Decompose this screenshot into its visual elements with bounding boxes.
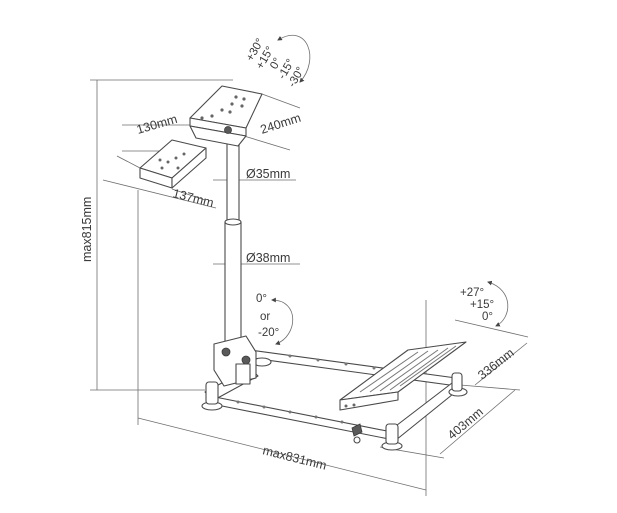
- rotation-arrows: [271, 34, 509, 345]
- pedal-tilt-angles: +27° +15° 0°: [460, 287, 494, 323]
- pedal-angle-0: 0°: [482, 311, 493, 323]
- wheel-tilt-angles: +30° +15° 0° -15° -30°: [244, 37, 307, 90]
- wheel-plate: [189, 85, 263, 147]
- shifter-plate: [139, 139, 207, 189]
- depth-label: 403mm: [445, 405, 486, 443]
- height-label: max815mm: [80, 197, 94, 262]
- column-angle-or: or: [260, 311, 270, 323]
- column-tilt-angles: 0° or -20°: [256, 293, 279, 339]
- wheel-plate-depth-label: 130mm: [135, 112, 179, 137]
- column-angle-minus20: -20°: [258, 327, 279, 339]
- tube-upper-label: Ø35mm: [246, 167, 290, 181]
- tube-lower-label: Ø38mm: [246, 251, 290, 265]
- shifter-plate-label: 137mm: [171, 186, 215, 210]
- wheel-angle-0: 0°: [268, 56, 284, 72]
- column: [213, 139, 257, 387]
- pedal-plate-label: 336mm: [475, 346, 516, 383]
- pedal-angle-plus27: +27°: [460, 287, 484, 299]
- dimension-lines: [90, 79, 529, 496]
- pedal-plate: [339, 341, 467, 411]
- column-angle-0: 0°: [256, 293, 267, 305]
- wheel-plate-width-label: 240mm: [259, 111, 303, 137]
- width-label: max831mm: [261, 443, 328, 472]
- pedal-angle-plus15: +15°: [470, 299, 494, 311]
